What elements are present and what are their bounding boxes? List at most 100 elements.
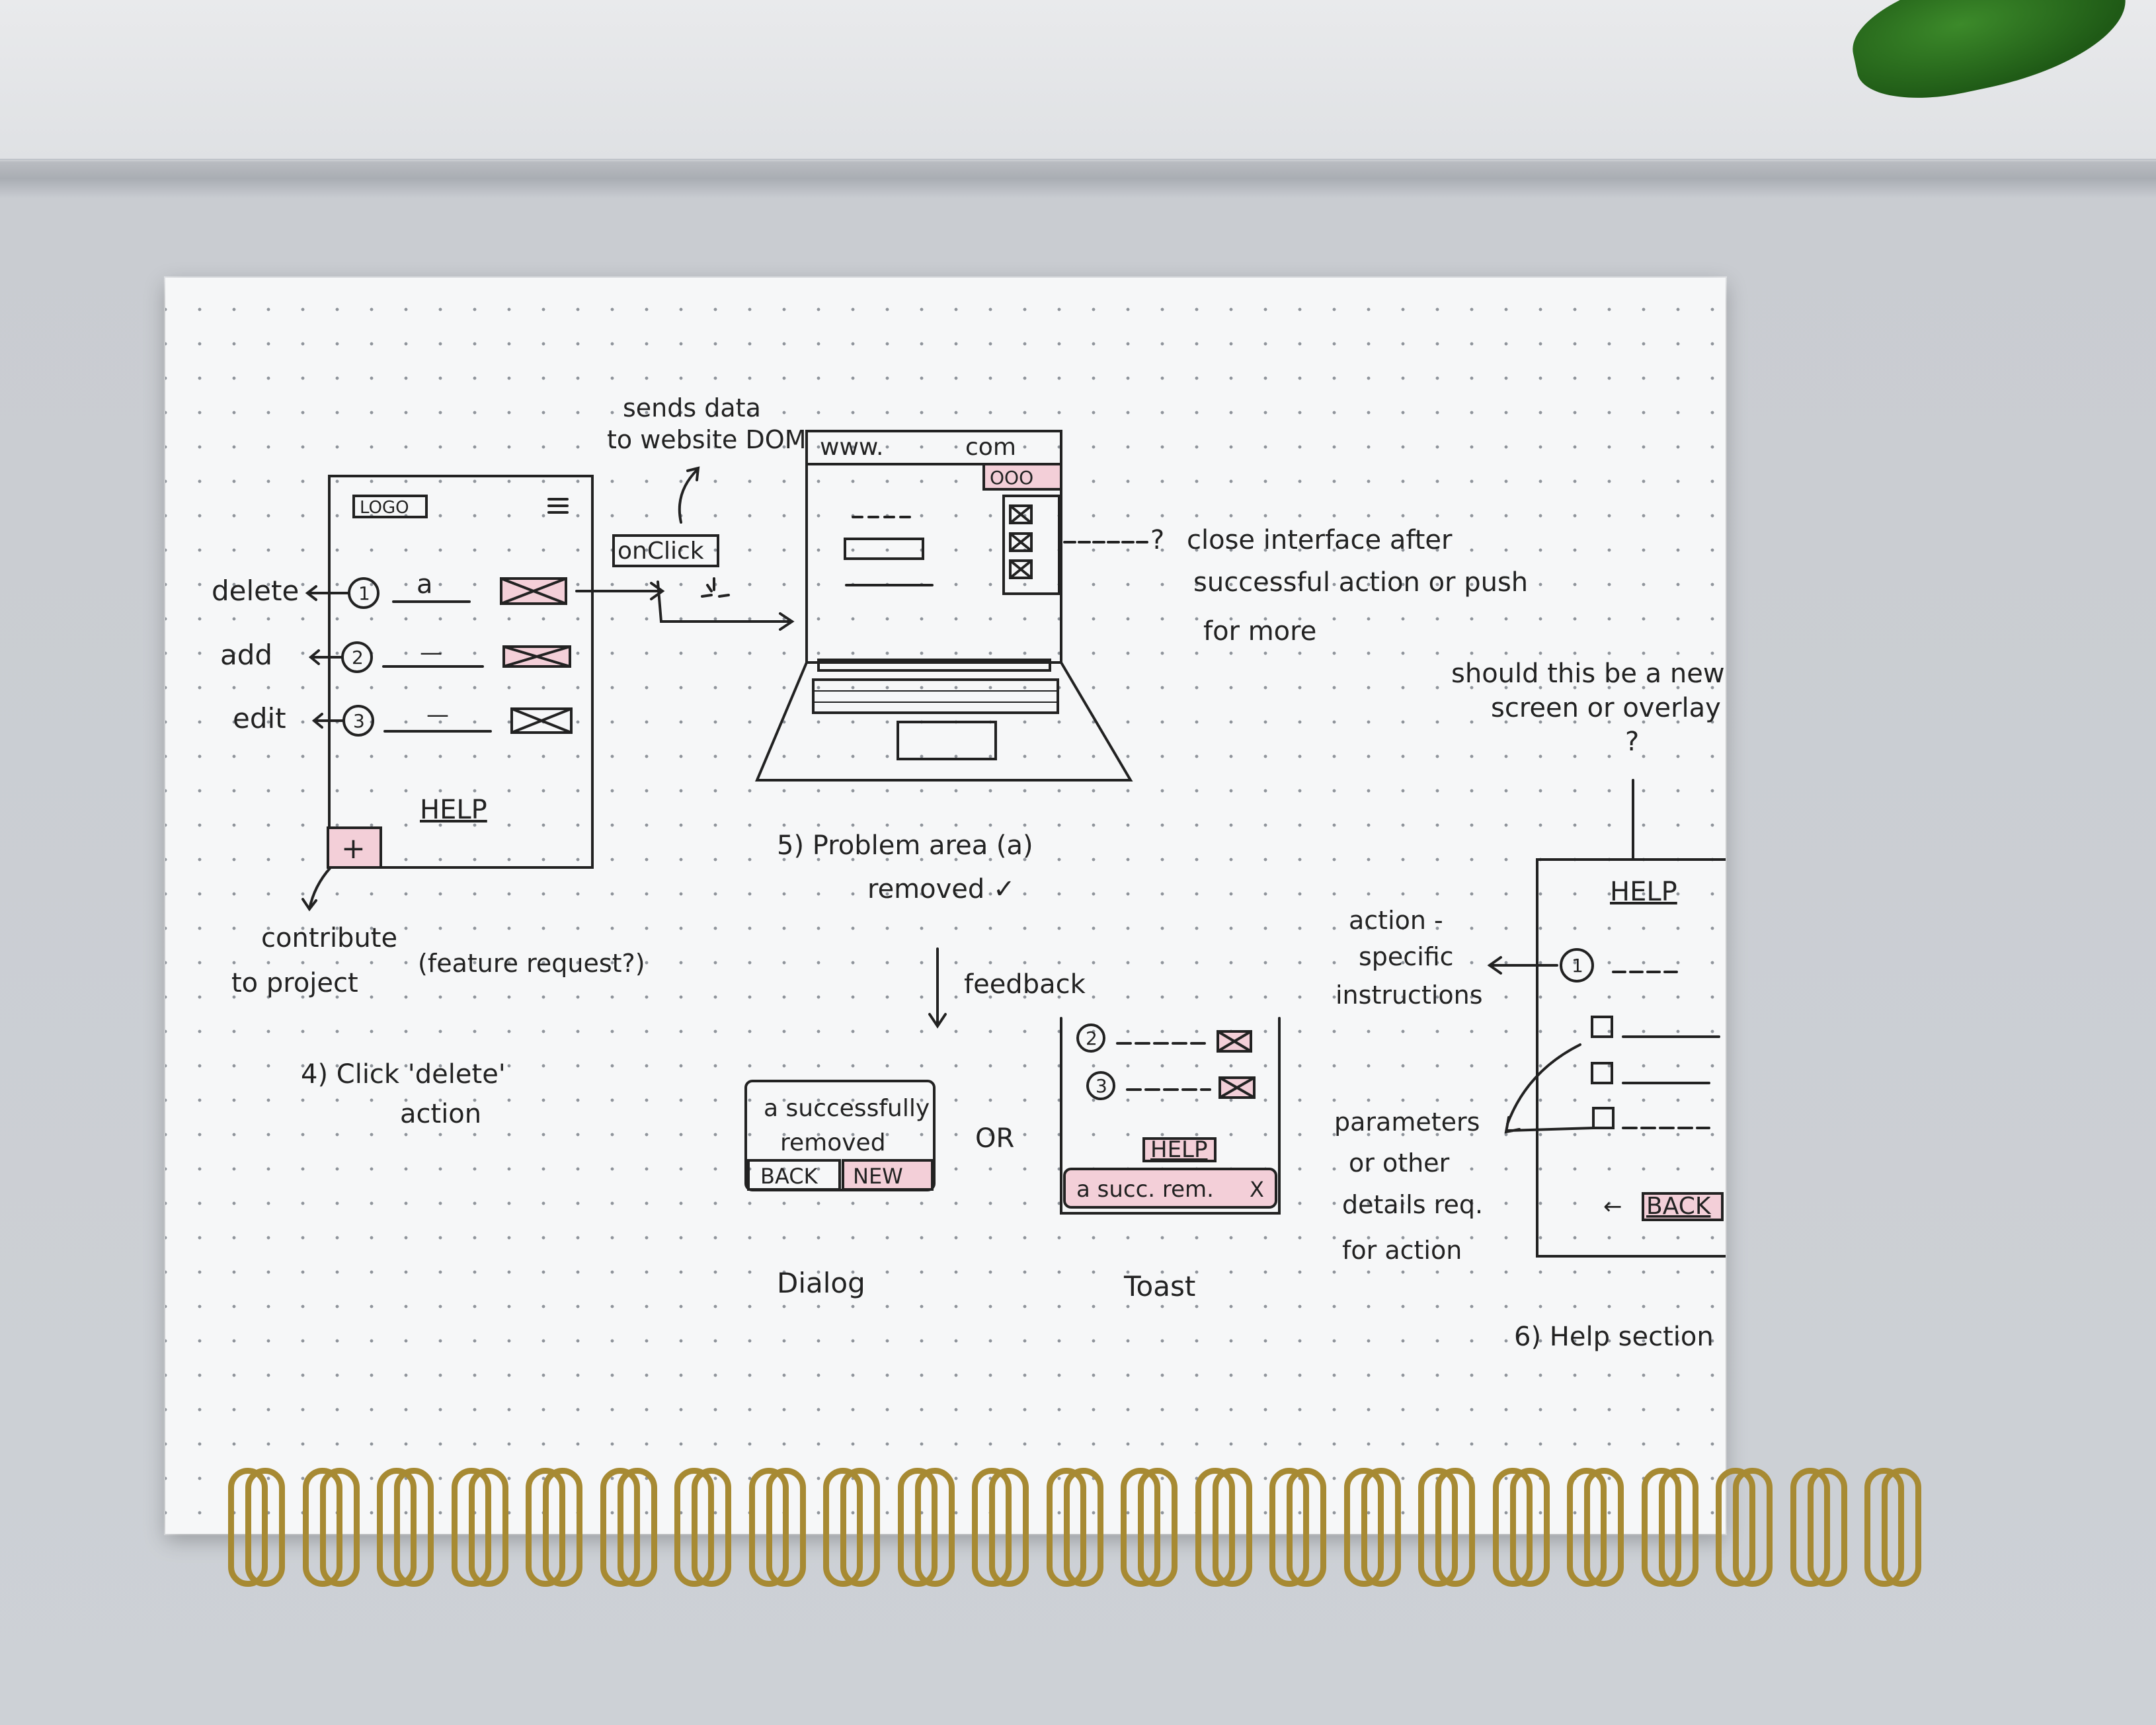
popup-item-icons: [1009, 504, 1033, 579]
close-note-line2: successful action or push: [1193, 567, 1528, 598]
onclick-label: onClick: [618, 538, 704, 565]
spiral-ring: [823, 1468, 863, 1587]
extension-icon: [982, 463, 1062, 491]
laptop-screen: [805, 463, 1062, 664]
help-checkbox-2: [1591, 1062, 1613, 1084]
step5-line2: removed ✓: [867, 874, 1016, 904]
step5-line1: 5) Problem area (a): [777, 830, 1033, 861]
spiral-ring: [319, 1468, 360, 1587]
spiral-ring: [1584, 1468, 1624, 1587]
notebook-page: LOGO 1 a 2 — 3 — delete add edit HELP + …: [165, 278, 1726, 1534]
delete-label: delete: [212, 575, 299, 607]
params-note-line1: parameters: [1334, 1107, 1480, 1137]
sends-data-line2: to website DOM: [607, 425, 806, 454]
help-checkbox-1: [1591, 1016, 1613, 1038]
spiral-ring: [1343, 1468, 1384, 1587]
phone-help-link[interactable]: HELP: [420, 795, 487, 825]
spiral-ring: [543, 1468, 582, 1587]
spiral-ring: [526, 1468, 565, 1587]
spiral-ring: [674, 1468, 714, 1587]
spiral-ring: [394, 1468, 434, 1587]
dialog-message-line2: removed: [780, 1129, 886, 1156]
toast-help-link[interactable]: HELP: [1150, 1137, 1208, 1163]
row-1-number: 1: [358, 582, 370, 604]
url-right: com: [965, 434, 1016, 461]
action-note-line2: specific: [1359, 942, 1454, 971]
row-1-value: a: [417, 569, 433, 600]
spiral-ring: [692, 1468, 731, 1587]
spiral-ring: [1716, 1468, 1755, 1587]
question-line1: should this be a new: [1451, 659, 1725, 689]
spiral-ring: [766, 1468, 806, 1587]
laptop-base-outline: [754, 661, 1133, 782]
toast-help-highlight: [1142, 1137, 1217, 1162]
spiral-ring: [1807, 1468, 1847, 1587]
dialog-caption: Dialog: [777, 1267, 865, 1299]
add-label: add: [220, 639, 272, 671]
spiral-ring: [840, 1468, 880, 1587]
spiral-ring: [1212, 1468, 1252, 1587]
spiral-ring: [451, 1468, 491, 1587]
spiral-ring: [228, 1468, 268, 1587]
spiral-ring: [617, 1468, 657, 1587]
row1-to-onclick-arrow: [575, 582, 665, 600]
phone-frame: [328, 475, 594, 869]
plus-button-box: [327, 826, 382, 869]
sends-data-arrow: [678, 466, 700, 524]
toast-row-2-number: 2: [1086, 1027, 1098, 1049]
page-input-box: [844, 538, 924, 560]
spiral-ring: [1733, 1468, 1773, 1587]
plant-leaf: [1842, 0, 2138, 114]
spiral-ring: [1361, 1468, 1401, 1587]
toast-screen: [1060, 1017, 1281, 1215]
extension-icon-text[interactable]: OOO: [990, 467, 1033, 489]
contribute-note-line1: contribute: [261, 923, 397, 953]
spiral-ring: [1864, 1468, 1904, 1587]
spiral-ring: [600, 1468, 640, 1587]
dialog-back-box: [747, 1159, 841, 1191]
action-note-arrow: [1487, 956, 1558, 975]
toast-message: a succ. rem.: [1076, 1176, 1214, 1203]
dialog-new-box: [842, 1159, 934, 1191]
close-note-marker: ?: [1150, 525, 1164, 555]
spiral-ring: [1287, 1468, 1326, 1587]
close-note-line3: for more: [1203, 616, 1316, 647]
help-row-number: 1: [1572, 955, 1583, 977]
or-label: OR: [975, 1123, 1014, 1154]
plus-button[interactable]: +: [341, 832, 366, 865]
spiral-ring: [897, 1468, 938, 1587]
spiral-ring: [1046, 1468, 1086, 1587]
sends-data-line1: sends data: [623, 393, 761, 422]
spiral-ring: [1658, 1468, 1698, 1587]
step6-label: 6) Help section: [1514, 1322, 1714, 1352]
row-2-value: —: [420, 639, 442, 666]
sketch-canvas: LOGO 1 a 2 — 3 — delete add edit HELP + …: [212, 393, 1726, 1352]
spiral-ring: [989, 1468, 1029, 1587]
spiral-ring: [245, 1468, 285, 1587]
close-note-line1: close interface after: [1187, 525, 1453, 555]
help-screen-frame: [1536, 858, 1726, 1258]
feedback-arrow: [928, 947, 947, 1029]
row-2-number: 2: [352, 647, 364, 668]
spiral-ring: [377, 1468, 417, 1587]
dialog-back-button[interactable]: BACK: [760, 1164, 818, 1189]
spiral-ring: [1790, 1468, 1830, 1587]
dialog-new-button[interactable]: NEW: [853, 1164, 903, 1189]
delete-arrow: [305, 585, 350, 601]
params-note-arrows: [1504, 1043, 1595, 1134]
spiral-ring: [302, 1468, 342, 1587]
logo-box: [352, 495, 428, 518]
toast-close-icon[interactable]: X: [1250, 1177, 1264, 1202]
spiral-ring: [748, 1468, 789, 1587]
step4-line1: 4) Click 'delete': [301, 1059, 506, 1090]
edit-arrow: [311, 713, 345, 729]
spiral-ring: [1435, 1468, 1475, 1587]
params-note-line2: or other: [1349, 1148, 1450, 1178]
spiral-ring: [1121, 1468, 1160, 1587]
spiral-ring: [1418, 1468, 1458, 1587]
spiral-ring: [468, 1468, 508, 1587]
help-back-link[interactable]: BACK: [1646, 1193, 1712, 1220]
toast-caption: Toast: [1123, 1270, 1195, 1303]
cursor-sparkle-icon: [701, 577, 730, 598]
keyboard-grid: [813, 690, 1058, 703]
